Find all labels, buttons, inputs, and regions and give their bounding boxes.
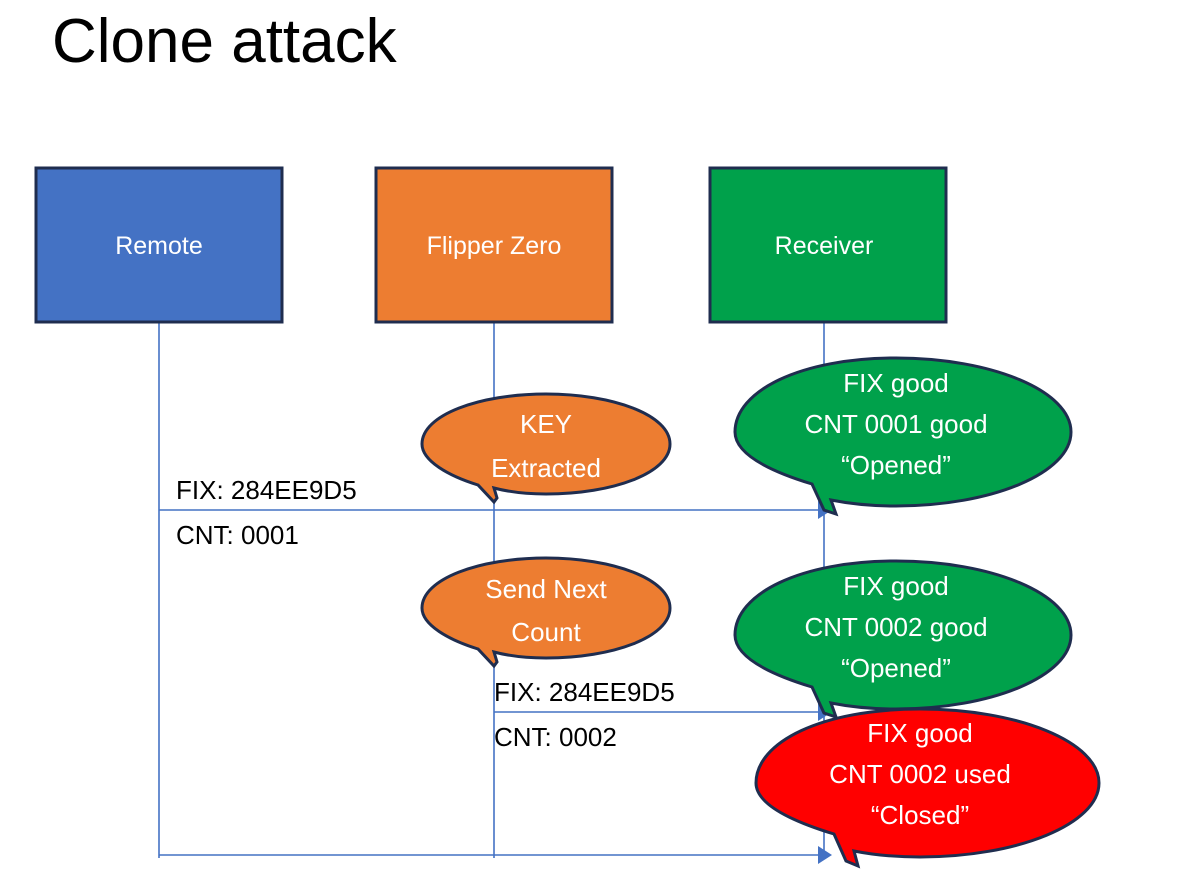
actor-receiver-box[interactable] (708, 166, 948, 324)
callout-receiver-cnt-0002-used[interactable]: FIX good CNT 0002 used “Closed” (754, 707, 1101, 869)
callout-receiver-cnt-0001-line-3: “Opened” (841, 450, 951, 480)
callout-send-next-count-shape[interactable] (420, 556, 672, 669)
message-2-fix: FIX: 284EE9D5 (494, 677, 675, 707)
callout-receiver-cnt-0002-good-line-2: CNT 0002 good (804, 612, 987, 642)
message-label-2: FIX: 284EE9D5 CNT: 0002 (494, 677, 675, 752)
callout-receiver-cnt-0001[interactable]: FIX good CNT 0001 good “Opened” (733, 356, 1073, 517)
callout-send-next-count-line-1: Send Next (485, 574, 607, 604)
actor-receiver[interactable]: Receiver (708, 166, 948, 324)
callout-receiver-cnt-0002-used-shape[interactable] (754, 707, 1101, 869)
callout-receiver-cnt-0001-line-1: FIX good (843, 368, 949, 398)
callout-receiver-cnt-0002-used-line-1: FIX good (867, 718, 973, 748)
callout-key-extracted-shape[interactable] (420, 392, 672, 505)
actor-remote-label: Remote (115, 232, 203, 260)
callout-receiver-cnt-0001-shape[interactable] (733, 356, 1073, 517)
callout-key-extracted-line-2: Extracted (491, 453, 601, 483)
actor-remote[interactable]: Remote (34, 166, 284, 324)
callout-send-next-count-line-2: Count (511, 617, 581, 647)
actor-receiver-label: Receiver (775, 232, 874, 260)
message-2-cnt: CNT: 0002 (494, 722, 617, 752)
callout-key-extracted[interactable]: KEY Extracted (420, 392, 672, 505)
actor-flipper-box[interactable] (374, 166, 614, 324)
actor-flipper[interactable]: Flipper Zero (374, 166, 614, 324)
arrow-head-3 (818, 846, 832, 864)
callout-receiver-cnt-0002-good[interactable]: FIX good CNT 0002 good “Opened” (733, 559, 1073, 720)
callout-receiver-cnt-0002-used-line-2: CNT 0002 used (829, 759, 1011, 789)
callout-receiver-cnt-0002-good-line-3: “Opened” (841, 653, 951, 683)
callout-receiver-cnt-0002-good-line-1: FIX good (843, 571, 949, 601)
callout-send-next-count[interactable]: Send Next Count (420, 556, 672, 669)
callout-key-extracted-line-1: KEY (520, 409, 572, 439)
message-1-cnt: CNT: 0001 (176, 520, 299, 550)
message-1-fix: FIX: 284EE9D5 (176, 475, 357, 505)
page-title: Clone attack (52, 7, 397, 76)
callout-receiver-cnt-0002-used-line-3: “Closed” (871, 800, 969, 830)
callout-receiver-cnt-0001-line-2: CNT 0001 good (804, 409, 987, 439)
message-arrows (159, 501, 832, 864)
actor-remote-box[interactable] (34, 166, 284, 324)
actor-flipper-label: Flipper Zero (427, 232, 562, 260)
message-label-1: FIX: 284EE9D5 CNT: 0001 (176, 475, 357, 550)
callout-receiver-cnt-0002-good-shape[interactable] (733, 559, 1073, 720)
